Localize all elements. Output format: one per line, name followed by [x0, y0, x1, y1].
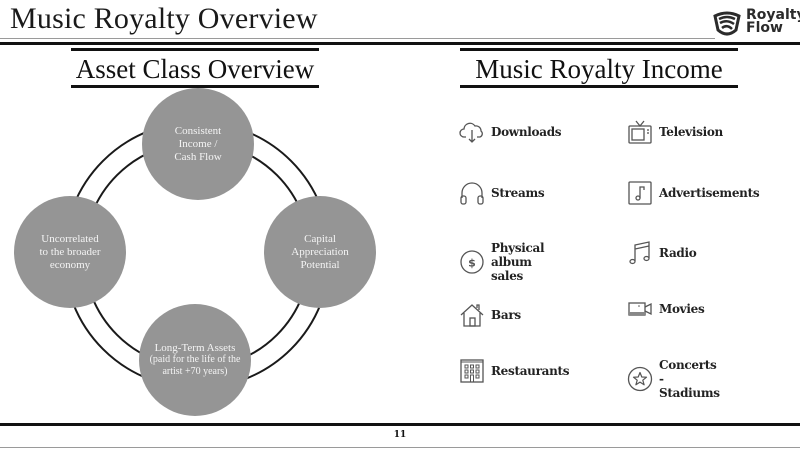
television-icon — [627, 119, 653, 145]
royalty-flow-logo: Royalty Flow — [712, 7, 800, 42]
income-item-label: Streams — [491, 186, 545, 200]
headphones-icon — [459, 180, 485, 206]
income-item-streams: Streams — [459, 180, 545, 206]
node-text-line: Consistent — [174, 124, 222, 137]
heading-rule-bottom — [460, 85, 738, 88]
royalty-flow-logo-icon — [713, 11, 741, 36]
music-royalty-income-heading-text: Music Royalty Income — [475, 54, 723, 84]
income-item-advertisements: Advertisements — [627, 180, 760, 206]
income-item-radio: Radio — [627, 240, 697, 266]
header-divider-thick — [0, 42, 800, 45]
income-item-bars: Bars — [459, 302, 521, 328]
music-notes-icon — [627, 240, 653, 266]
node-text-line: Potential — [300, 258, 340, 271]
node-text-line: Long-Term Assets — [154, 342, 236, 354]
income-item-label: Television — [659, 125, 723, 139]
node-text-line: Appreciation — [291, 245, 349, 258]
income-item-label: Movies — [659, 302, 705, 316]
node-text-line: to the broader — [39, 245, 101, 258]
cloud-download-icon — [459, 119, 485, 145]
income-item-label: Physical album sales — [491, 241, 545, 283]
footer-divider-thin — [0, 447, 800, 448]
star-circle-icon — [627, 366, 653, 392]
node-text-line: artist +70 years) — [162, 366, 228, 377]
logo-text-line1: Royalty — [746, 7, 800, 23]
dollar-coin-icon: $ — [459, 249, 485, 275]
income-item-restaurants: Restaurants — [459, 358, 570, 384]
node-uncorrelated: Uncorrelated to the broader economy — [14, 196, 126, 308]
income-item-physical-album-sales: $ Physical album sales — [459, 241, 545, 283]
heading-rule-top — [460, 48, 738, 51]
node-text-line: Capital — [304, 232, 336, 245]
heading-rule-top — [71, 48, 319, 51]
income-item-label: Concerts - Stadiums — [659, 358, 720, 400]
node-long-term-assets: Long-Term Assets (paid for the life of t… — [139, 304, 251, 416]
node-text-line: Income / — [178, 137, 218, 150]
node-text-line: economy — [49, 258, 91, 271]
house-icon — [459, 302, 485, 328]
income-item-label: Bars — [491, 308, 521, 322]
income-item-label: Advertisements — [659, 186, 760, 200]
income-item-concerts-stadiums: Concerts - Stadiums — [627, 358, 720, 400]
slide-title: Music Royalty Overview — [10, 2, 318, 35]
music-note-box-icon — [627, 180, 653, 206]
node-consistent-income: Consistent Income / Cash Flow — [142, 88, 254, 200]
page-number: 11 — [393, 430, 407, 440]
income-item-television: Television — [627, 119, 723, 145]
asset-class-cycle-diagram: Consistent Income / Cash Flow Capital Ap… — [0, 85, 400, 420]
income-item-downloads: Downloads — [459, 119, 562, 145]
footer-divider-thick — [0, 423, 800, 426]
asset-class-heading: Asset Class Overview — [71, 48, 319, 88]
logo-text-line2: Flow — [746, 20, 783, 36]
node-text-line: Uncorrelated — [41, 232, 99, 245]
node-capital-appreciation: Capital Appreciation Potential — [264, 196, 376, 308]
node-text-line: Cash Flow — [174, 150, 222, 163]
income-item-label: Radio — [659, 246, 697, 260]
asset-class-heading-text: Asset Class Overview — [75, 54, 315, 84]
music-royalty-income-heading: Music Royalty Income — [460, 48, 738, 88]
income-item-movies: Movies — [627, 296, 705, 322]
building-icon — [459, 358, 485, 384]
svg-text:$: $ — [468, 257, 476, 270]
income-item-label: Restaurants — [491, 364, 570, 378]
income-item-label: Downloads — [491, 125, 562, 139]
header-divider-thin — [0, 38, 715, 39]
heading-rule-bottom — [71, 85, 319, 88]
video-camera-icon — [627, 296, 653, 322]
node-text-line: (paid for the life of the — [149, 354, 241, 365]
